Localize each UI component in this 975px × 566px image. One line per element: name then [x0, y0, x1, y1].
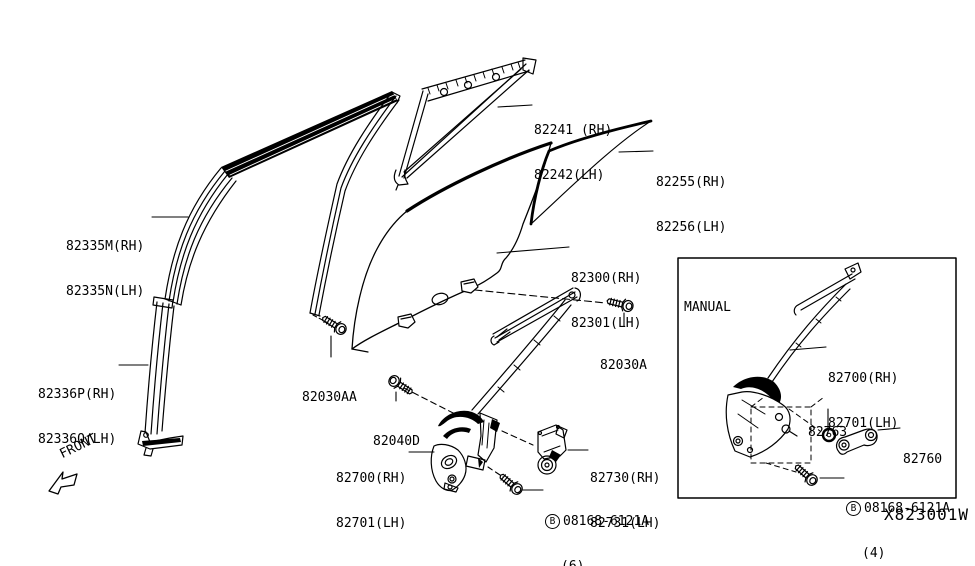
screw-qty: (4) [862, 546, 886, 561]
inset-title: MANUAL [684, 300, 731, 315]
handle-parts-drawing [821, 427, 878, 455]
part-label-08168-main: B 08168-6121A (6) [545, 484, 649, 566]
screw-number: 08168-6121A [864, 501, 951, 516]
lower-sash-drawing [137, 296, 184, 457]
label-pointer-lines [118, 104, 901, 491]
part-label-08168-inset: B 08168-6121A (4) [846, 471, 950, 566]
part-label-82030aa: 82030AA [302, 390, 357, 405]
part-label-82300: 82300(RH) 82301(LH) [571, 271, 642, 331]
door-glass-drawing [351, 141, 553, 353]
front-arrow-icon [48, 471, 78, 495]
manual-inset-panel [677, 257, 957, 499]
part-label-82730: 82730(RH) 82731(LH) [590, 471, 661, 531]
motor-drawing [537, 424, 568, 475]
regulator-main-drawing [430, 287, 581, 493]
pointer-82300 [496, 246, 570, 254]
rear-sash-drawing [393, 57, 537, 191]
glass-run-channel-drawing [164, 91, 401, 317]
part-label-82030a: 82030A [600, 358, 647, 373]
circled-b-badge: B [545, 514, 560, 529]
circled-b-badge: B [846, 501, 861, 516]
part-label-82700-inset: 82700(RH) 82701(LH) [828, 371, 899, 431]
pointer-82255 [618, 150, 654, 153]
part-label-82040d: 82040D [373, 434, 420, 449]
part-label-82763: 82763 [808, 425, 848, 440]
bolt-82040d-drawing [385, 372, 416, 399]
quarter-glass-drawing [529, 119, 653, 226]
part-label-82255: 82255(RH) 82256(LH) [656, 175, 727, 235]
part-label-82700-main: 82700(RH) 82701(LH) [336, 471, 407, 531]
screw-qty: (6) [545, 559, 649, 566]
pointer-82241 [497, 104, 533, 108]
screw-inset-drawing [791, 460, 821, 489]
bolt-82030aa-drawing [318, 311, 350, 338]
part-label-82336: 82336P(RH) 82336Q(LH) [38, 387, 117, 447]
pointer-82700-inset [789, 346, 827, 351]
part-label-82241: 82241 (RH) 82242(LH) [534, 123, 613, 183]
assembly-dashed-lines [312, 289, 607, 478]
part-label-82335: 82335M(RH) 82335N(LH) [66, 239, 145, 299]
pointer-82760 [877, 427, 901, 431]
part-label-82760: 82760 [903, 452, 943, 467]
screw-main-drawing [496, 469, 526, 498]
diagram-code: X823001W [884, 505, 970, 524]
screw-number: 08168-6121A [563, 514, 650, 529]
